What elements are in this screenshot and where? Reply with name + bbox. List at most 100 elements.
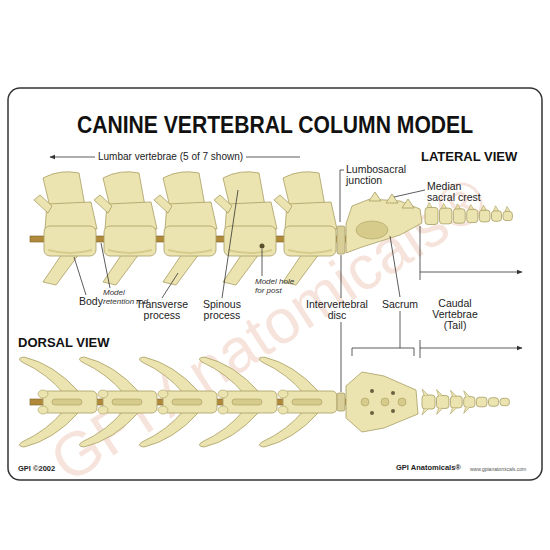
brand-name: GPI Anatomicals®	[396, 464, 461, 472]
transverse-process	[199, 357, 259, 394]
vertebral-body	[164, 226, 216, 256]
articular-process	[94, 195, 112, 213]
articular-process	[158, 390, 168, 398]
sacral-foramen	[370, 389, 374, 393]
caudal-vertebra	[492, 206, 502, 222]
leader-lines	[50, 157, 522, 392]
vertebral-arch	[45, 202, 97, 229]
sacral-foramen	[370, 411, 374, 415]
caudal-vertebra	[437, 390, 449, 415]
spinous-ridge	[112, 399, 142, 405]
lumbar-vertebra	[34, 172, 97, 285]
leader-line	[341, 255, 342, 298]
caudal-process	[422, 389, 428, 415]
lumbar-vertebra	[199, 357, 277, 447]
intervertebral-disc	[337, 393, 345, 411]
articular-process	[278, 406, 288, 414]
transverse-process	[19, 357, 79, 394]
articular-process	[214, 195, 232, 213]
caudal-vertebra	[440, 203, 452, 224]
spinous-process	[283, 172, 325, 207]
spinous-process	[223, 172, 265, 207]
caudal-process	[494, 206, 499, 211]
lumbar-vertebra	[79, 357, 157, 447]
transverse-process	[139, 410, 199, 447]
leader-line	[101, 243, 110, 288]
articular-process	[274, 195, 292, 213]
caudal-vertebra	[479, 205, 490, 222]
model-hole	[260, 244, 265, 249]
vertebral-lamina	[283, 391, 337, 413]
caudal-body	[440, 208, 452, 224]
vertebral-lamina	[103, 391, 157, 413]
view-heading: LATERAL VIEW	[421, 150, 517, 164]
transverse-process	[259, 357, 319, 394]
caudal-vertebra	[476, 397, 487, 407]
articular-process	[154, 195, 172, 213]
caudal-vertebra	[422, 389, 435, 415]
caudal-vertebra	[500, 398, 509, 405]
vertebral-body	[104, 226, 156, 256]
articular-process	[218, 390, 228, 398]
spinous-process	[103, 172, 145, 207]
articular-process	[98, 390, 108, 398]
caudal-body	[450, 396, 462, 408]
leader-line	[400, 311, 401, 348]
caudal-process	[505, 206, 510, 211]
web-address: www.gpianatomicals.com	[470, 466, 526, 472]
leader-line	[341, 322, 342, 392]
median-sacral-crest	[402, 199, 414, 208]
card-border	[8, 88, 542, 480]
caudal-body	[467, 209, 478, 222]
caudal-vertebra	[450, 390, 462, 414]
articular-process	[38, 406, 48, 414]
dorsal-view	[19, 357, 509, 447]
articular-process	[218, 406, 228, 414]
lumbar-vertebra	[214, 172, 277, 285]
lumbar-vertebra	[259, 357, 337, 447]
caudal-vertebra	[453, 204, 465, 223]
sacral-foramen	[391, 391, 395, 395]
body-shading	[48, 250, 92, 253]
median-sacral-crest	[369, 192, 381, 201]
articular-process	[98, 406, 108, 414]
copyright-note: GPI ©2002	[18, 465, 55, 473]
caudal-body	[437, 396, 449, 409]
body-shading	[108, 250, 152, 253]
vertebral-arch	[105, 202, 157, 229]
median-sacral-crest	[398, 398, 406, 406]
sacrum-bracket	[352, 348, 414, 356]
range-tick	[420, 340, 421, 358]
leader-line	[162, 273, 178, 298]
vertebral-lamina	[43, 391, 97, 413]
part-label: Body	[79, 296, 103, 307]
leader-line	[390, 236, 400, 297]
caudal-vertebra	[503, 206, 512, 220]
caudal-process	[442, 203, 447, 208]
spinous-ridge	[292, 399, 322, 405]
vertebral-body	[44, 226, 96, 256]
leader-line	[394, 190, 425, 197]
caudal-body	[500, 398, 509, 405]
part-label: Lumbosacral junction	[346, 164, 412, 186]
range-label: Lumbar vertebrae (5 of 7 shown)	[95, 151, 246, 162]
articular-process	[34, 195, 52, 213]
caudal-process	[469, 204, 474, 209]
median-sacral-crest	[386, 194, 398, 203]
caudal-body	[489, 398, 499, 407]
body-shading	[168, 250, 212, 253]
lumbar-vertebra	[154, 172, 217, 285]
transverse-process	[199, 410, 259, 447]
leader-line	[222, 190, 238, 298]
caudal-vertebra	[464, 391, 475, 414]
spinous-ridge	[232, 399, 262, 405]
spinous-process	[163, 172, 205, 207]
leader-line	[262, 249, 263, 276]
leader-line	[74, 257, 86, 295]
transverse-process	[139, 357, 199, 394]
model-note: Model hole for post	[255, 277, 301, 295]
view-heading: DORSAL VIEW	[18, 336, 110, 350]
